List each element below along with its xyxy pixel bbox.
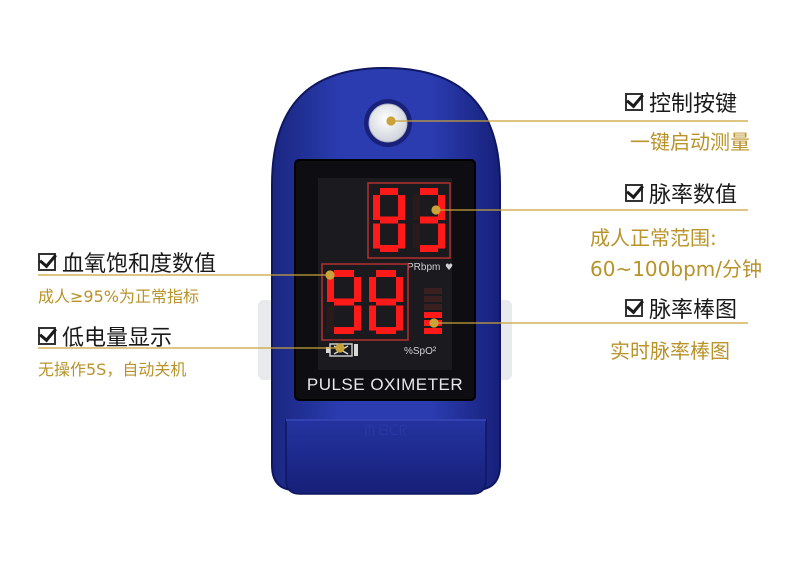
pulse-bar-annotation-desc: 实时脉率棒图: [610, 339, 730, 363]
pulse-bar-segment: [424, 288, 442, 294]
led-segment: [420, 188, 438, 195]
battery-annotation-title: 低电量显示: [38, 320, 172, 352]
spo2-annotation-title: 血氧饱和度数值: [38, 246, 216, 278]
pulse-bar-segment: [424, 312, 442, 318]
pulse-rate-annotation-desc-2: 60~100bpm/分钟: [590, 257, 762, 281]
led-segment: [334, 327, 354, 334]
pulse-bar-segment: [424, 328, 442, 334]
led-segment: [438, 223, 445, 249]
spo2-annotation-title-text: 血氧饱和度数值: [62, 252, 217, 277]
led-segment: [380, 245, 398, 252]
battery-annotation-title-text: 低电量显示: [62, 326, 173, 351]
pulse-bar-annotation-title-text: 脉率棒图: [649, 298, 738, 323]
checkbox-icon: [38, 253, 56, 271]
led-segment: [334, 270, 354, 277]
led-segment: [369, 277, 376, 302]
spo2-digits: [327, 270, 403, 334]
device-base: [285, 419, 487, 495]
led-segment: [398, 195, 405, 220]
led-segment: [396, 305, 403, 331]
brand-label: PULSE OXIMETER: [307, 375, 463, 394]
led-segment: [373, 223, 380, 249]
button-annotation-title-text: 控制按键: [649, 92, 738, 117]
led-segment: [373, 195, 380, 220]
led-segment: [398, 223, 405, 249]
led-segment: [354, 305, 361, 331]
pulse-rate-annotation-title: 脉率数值: [625, 177, 737, 209]
pr-digits-box: [367, 182, 451, 259]
checkbox-icon: [625, 93, 643, 111]
spo2-unit-label: %SpO²: [404, 346, 437, 357]
led-segment: [420, 216, 438, 224]
pulse-bar-segment: [424, 304, 442, 310]
led-segment: [334, 298, 354, 306]
battery-annotation-desc: 无操作5S，自动关机: [38, 360, 187, 379]
pr-digits: [373, 188, 445, 252]
checkbox-icon: [625, 184, 643, 202]
led-segment: [327, 277, 334, 302]
led-segment: [369, 305, 376, 331]
pulse-rate-annotation-title-text: 脉率数值: [649, 183, 738, 208]
led-segment: [438, 195, 445, 220]
pulse-bar-segment: [424, 296, 442, 302]
button-annotation-title: 控制按键: [625, 86, 737, 118]
checkbox-icon: [625, 299, 643, 317]
pr-unit-label: PRbpm: [407, 262, 440, 273]
led-segment: [413, 195, 420, 220]
spo2-digits-box: [321, 263, 409, 341]
checkbox-icon: [38, 327, 56, 345]
led-segment: [376, 298, 396, 306]
pulse-bar-annotation-title: 脉率棒图: [625, 292, 737, 324]
embossed-text: ᗰ ᗷᑕᖇ: [365, 422, 408, 438]
spo2-annotation-desc: 成人≥95%为正常指标: [38, 287, 199, 306]
led-segment: [420, 245, 438, 252]
left-clip: [258, 300, 274, 380]
pulse-rate-annotation-desc-1: 成人正常范围:: [590, 226, 717, 250]
button-annotation-desc: 一键启动测量: [630, 130, 750, 154]
heart-icon: ♥: [445, 263, 453, 273]
led-segment: [396, 277, 403, 302]
led-segment: [376, 327, 396, 334]
led-segment: [380, 216, 398, 224]
led-segment: [327, 305, 334, 331]
led-segment: [380, 188, 398, 195]
led-segment: [354, 277, 361, 302]
leader-lines: [38, 116, 748, 353]
led-segment: [376, 270, 396, 277]
led-segment: [413, 223, 420, 249]
